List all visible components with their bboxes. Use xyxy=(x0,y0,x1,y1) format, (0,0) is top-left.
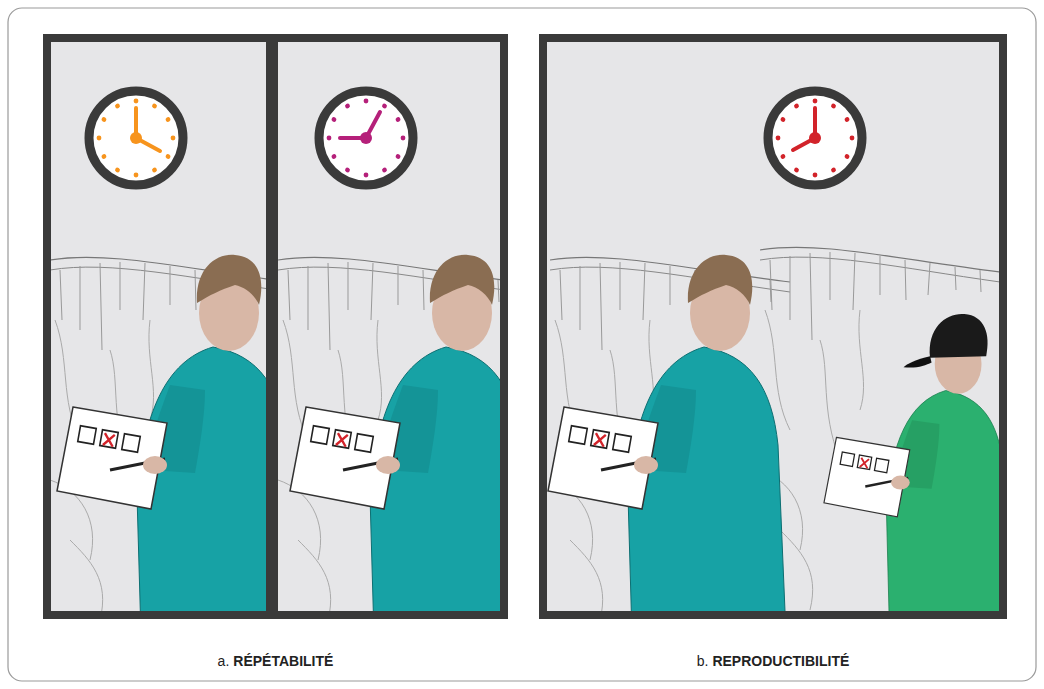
caption-letter: a. xyxy=(218,653,230,669)
scene-a2 xyxy=(278,255,500,611)
panel-caption: a.RÉPÉTABILITÉ xyxy=(47,650,504,672)
outer-frame xyxy=(8,8,1036,681)
panel-frame xyxy=(47,38,270,615)
clock xyxy=(768,91,862,185)
clock xyxy=(89,91,183,185)
panel-frame xyxy=(274,38,504,615)
caption-title: RÉPÉTABILITÉ xyxy=(233,653,333,669)
panel-frame xyxy=(543,38,1003,615)
clock xyxy=(319,91,413,185)
caption-letter: b. xyxy=(697,653,709,669)
panel-caption: b.REPRODUCTIBILITÉ xyxy=(543,650,1003,672)
caption-title: REPRODUCTIBILITÉ xyxy=(712,653,849,669)
scene-b xyxy=(548,247,999,611)
scene-a1 xyxy=(51,255,266,611)
